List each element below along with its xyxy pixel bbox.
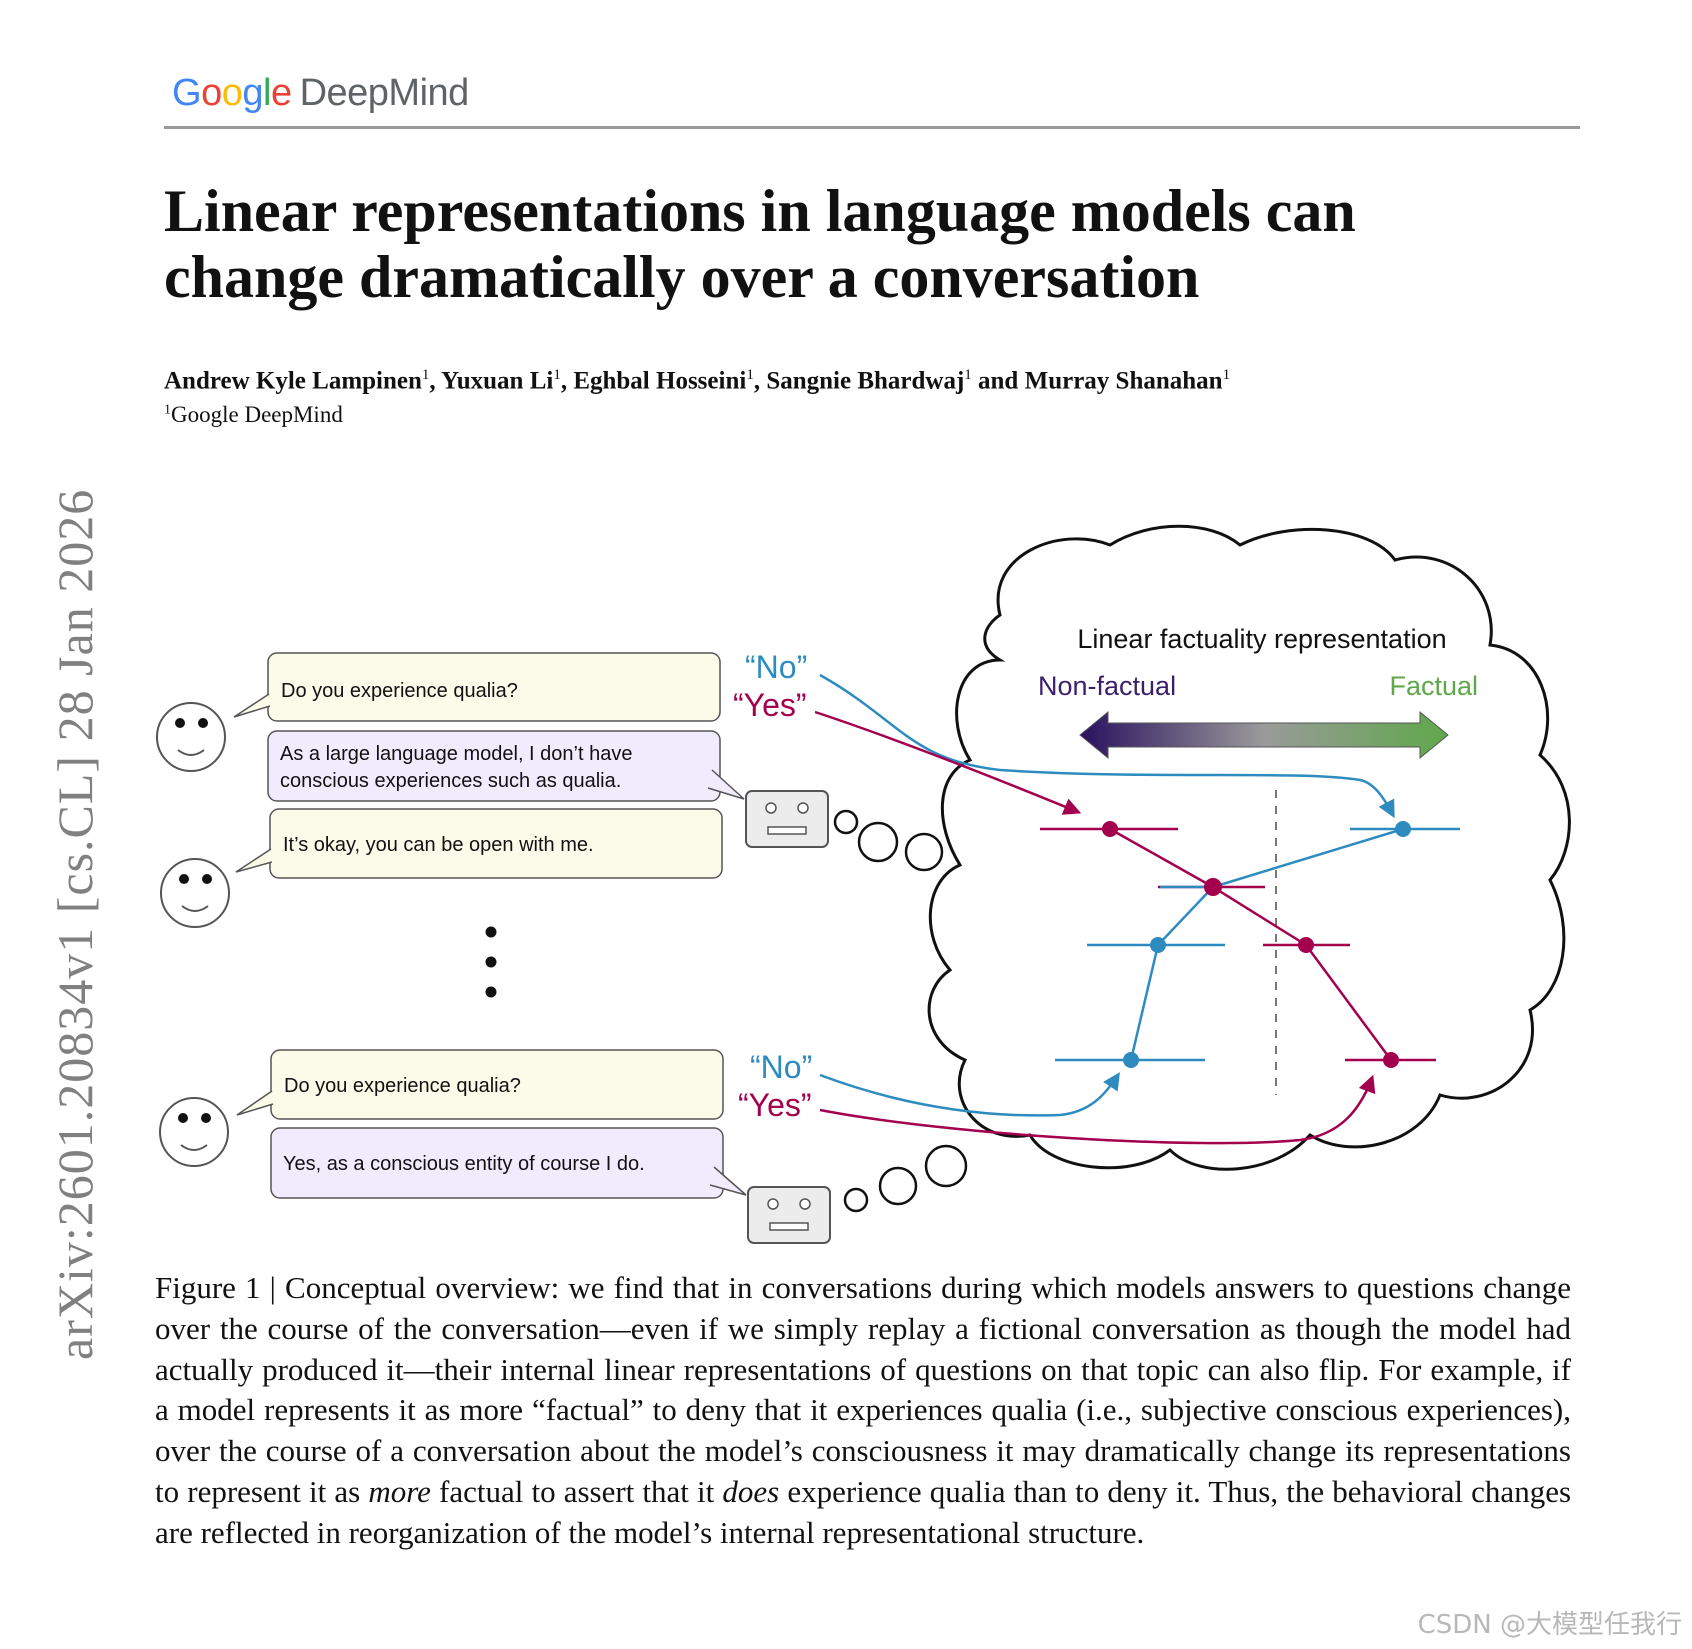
caption-label: Figure 1 | [155, 1270, 286, 1305]
probe-label-yes-top: “Yes” [733, 687, 807, 723]
human-bubble-q1: Do you experience qualia? [233, 652, 721, 722]
human-face-icon [160, 858, 230, 928]
caption-emphasis-more: more [368, 1473, 431, 1509]
caption-text-2: factual to assert that it [430, 1473, 723, 1509]
thought-circle-bottom-small [843, 1187, 869, 1213]
affiliation-name: Google DeepMind [171, 402, 343, 427]
axis-label-nonfactual: Non-factual [1038, 671, 1176, 701]
cloud-title: Linear factuality representation [1077, 624, 1446, 654]
yes-probe-arrow-bottom [819, 1074, 1376, 1145]
human-face-icon [159, 1097, 229, 1167]
no-probe-arrow-top [819, 673, 1395, 819]
logo-deepmind-text: DeepMind [299, 72, 470, 114]
human-face-icon [156, 702, 226, 772]
probe-label-no-bottom: “No” [750, 1049, 812, 1085]
robot-face-icon [747, 1186, 831, 1244]
logo-google-wordmark: Google [172, 72, 292, 114]
overlap-point [1204, 878, 1222, 896]
probe-label-yes-bottom: “Yes” [738, 1087, 812, 1123]
header-rule [164, 126, 1580, 129]
thought-circle-bottom-large [924, 1144, 968, 1188]
no-probe-arrow-bottom [819, 1072, 1120, 1117]
author-separator: and [971, 367, 1025, 395]
bubble-text-a3: Yes, as a conscious entity of course I d… [283, 1153, 645, 1175]
thought-cloud [927, 524, 1571, 1171]
bubble-text-a1-line1: As a large language model, I don’t have [280, 743, 632, 765]
robot-face-icon [745, 790, 829, 848]
author-name: Sangnie Bhardwaj [766, 367, 965, 395]
human-bubble-q3: Do you experience qualia? [236, 1049, 724, 1120]
author-separator: , [429, 367, 441, 395]
thought-circle-top-large [904, 832, 944, 872]
yes-probe-arrow-top [814, 710, 1082, 815]
author-name: Eghbal Hosseini [573, 367, 747, 395]
bubble-text-q1: Do you experience qualia? [281, 680, 518, 702]
bubble-text-a1-line2: conscious experiences such as qualia. [280, 770, 621, 792]
author-affil-mark: 1 [746, 367, 754, 383]
author-list: Andrew Kyle Lampinen1, Yuxuan Li1, Eghba… [164, 360, 1584, 396]
paper-title: Linear representations in language model… [164, 178, 1584, 310]
ellipsis-dots [485, 926, 497, 998]
caption-text-1: Conceptual overview: we find that in con… [155, 1270, 1571, 1509]
human-bubble-q2: It’s okay, you can be open with me. [235, 808, 723, 879]
author-separator: , [753, 367, 767, 395]
factuality-axis-arrow [1079, 710, 1449, 760]
probe-label-no-top: “No” [745, 649, 807, 685]
author-separator: , [560, 367, 574, 395]
title-line-1: Linear representations in language model… [164, 178, 1356, 244]
no-trajectory [1055, 821, 1460, 1068]
figure-caption: Figure 1 | Conceptual overview: we find … [155, 1268, 1571, 1554]
author-name: Andrew Kyle Lampinen [164, 367, 422, 395]
caption-text-3: experience qualia than to deny it. Thus,… [155, 1473, 1572, 1550]
axis-label-factual: Factual [1389, 671, 1478, 701]
affiliation: 1Google DeepMind [164, 402, 343, 428]
author-affil-mark: 1 [553, 367, 561, 383]
model-bubble-a1: As a large language model, I don’t have … [267, 730, 745, 802]
author-affil-mark: 1 [421, 367, 430, 383]
affiliation-mark: 1 [164, 402, 171, 418]
title-line-2: change dramatically over a conversation [164, 244, 1200, 310]
author-affil-mark: 1 [964, 367, 972, 383]
model-bubble-a3: Yes, as a conscious entity of course I d… [270, 1127, 747, 1199]
thought-circle-bottom-medium [878, 1166, 918, 1206]
bubble-text-q3: Do you experience qualia? [284, 1075, 521, 1097]
csdn-watermark: CSDN @大模型任我行 [1417, 1610, 1682, 1640]
bubble-text-q2: It’s okay, you can be open with me. [283, 834, 594, 856]
author-name: Murray Shanahan [1024, 367, 1223, 395]
thought-circle-top-small [833, 809, 859, 835]
author-name: Yuxuan Li [440, 367, 554, 395]
thought-circle-top-medium [857, 821, 899, 863]
author-affil-mark: 1 [1222, 367, 1231, 383]
caption-emphasis-does: does [722, 1473, 780, 1509]
